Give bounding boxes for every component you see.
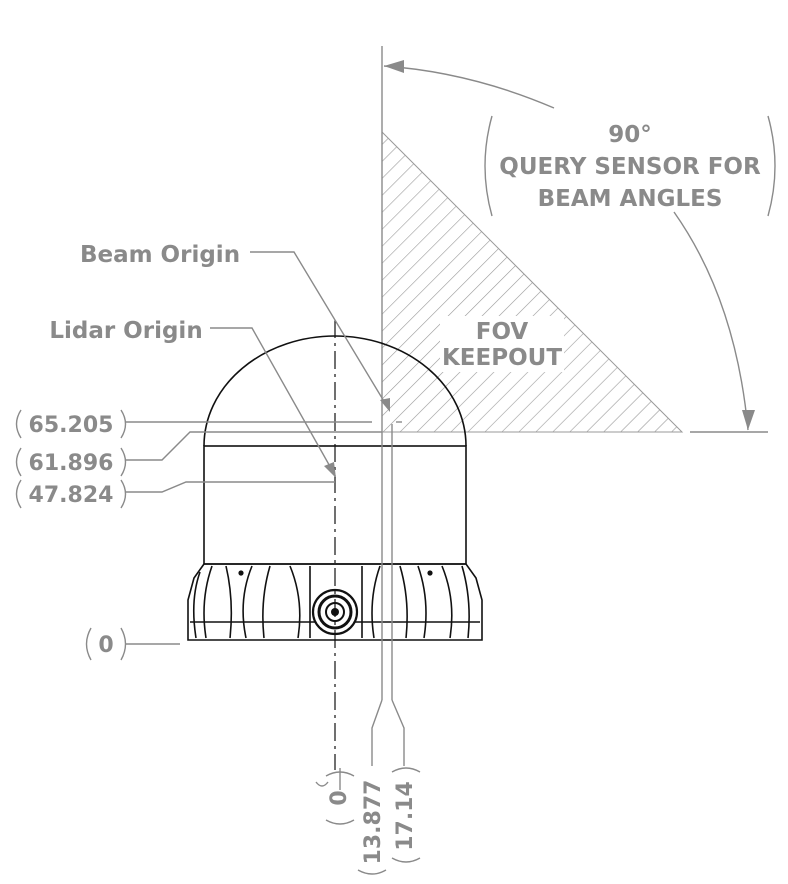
horizontal-dim-extensions [371,424,405,766]
base-screw-right [427,570,433,576]
base-screw-left [238,570,244,576]
angle-paren-right [767,115,776,217]
dim-65-205: 65.205 [29,413,114,438]
dim-47-824: 47.824 [29,483,114,508]
lidar-origin-callout: Lidar Origin [49,318,336,478]
lidar-origin-arrow-icon [324,462,336,478]
lidar-base [187,563,483,641]
angle-paren-left [484,115,493,217]
query-sensor-line1: QUERY SENSOR FOR [499,154,761,180]
beam-origin-label: Beam Origin [80,242,240,268]
dim-17-14: 17.14 [393,781,418,851]
horizontal-dimensions: 0 13.877 17.14 [315,767,421,875]
dim-61-896: 61.896 [29,451,114,476]
angle-arrow-left-icon [384,60,404,73]
angle-arc-right [673,211,749,431]
angle-arrow-down-icon [742,410,755,430]
angle-arc-top [383,65,555,109]
dim-13-877: 13.877 [361,780,386,865]
vertical-dim-extensions [126,421,402,645]
fov-keepout-region: FOV KEEPOUT [381,130,684,433]
angle-dimension: 90° QUERY SENSOR FOR BEAM ANGLES [383,60,776,431]
vertical-dimensions: 65.205 61.896 47.824 0 [15,409,127,661]
query-sensor-line2: BEAM ANGLES [538,186,723,212]
lidar-origin-label: Lidar Origin [49,318,202,344]
dim-zero-horizontal: 0 [327,790,352,805]
angle-value: 90° [608,122,652,148]
beam-origin-callout: Beam Origin [80,242,390,412]
beam-origin-arrow-icon [380,398,390,412]
fov-keepout-line2: KEEPOUT [442,345,562,371]
dim-zero-vertical: 0 [98,633,113,658]
fov-keepout-line1: FOV [476,319,529,345]
